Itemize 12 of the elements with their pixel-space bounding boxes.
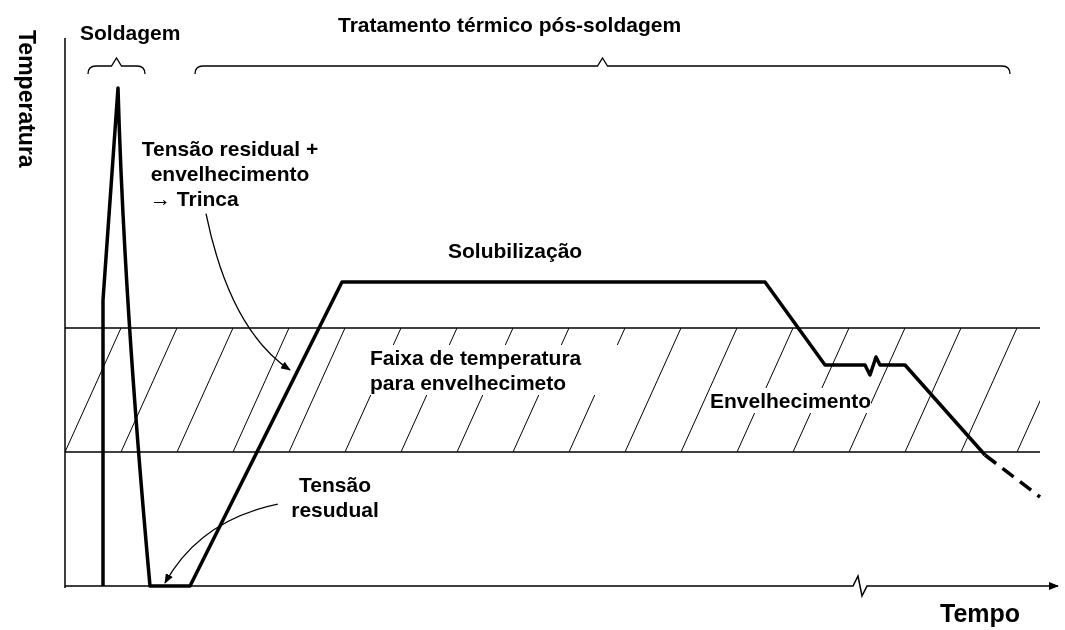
band-label: Faixa de temperatura para envelhecimeto [370,345,620,396]
callout-text: Tensão residual + envelhecimento [140,136,320,187]
callout-text: → Trinca [149,186,240,212]
callout-text: Tensão resudual [290,472,380,523]
leader-line [205,212,291,371]
axis-title: Tempo [940,598,1021,628]
phase-label: Envelhecimento [710,388,872,414]
leader-line [164,503,279,584]
axis-title: Temperatura [12,30,40,168]
section-label: Soldagem [80,20,181,46]
phase-label: Solubilização [448,238,583,264]
section-label: Tratamento térmico pós-soldagem [338,12,682,38]
